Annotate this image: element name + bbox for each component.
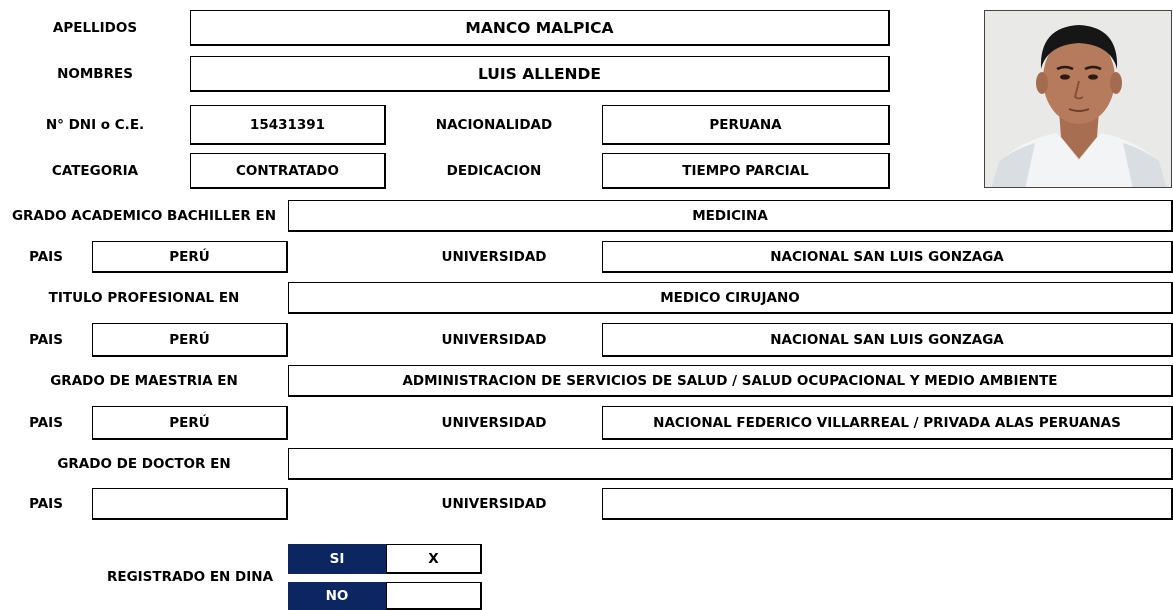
dina-no-checkbox[interactable] [386, 582, 482, 610]
bachiller-label: GRADO ACADEMICO BACHILLER EN [11, 208, 277, 224]
bachiller-universidad-field[interactable]: NACIONAL SAN LUIS GONZAGA [602, 241, 1173, 273]
titulo-universidad-field[interactable]: NACIONAL SAN LUIS GONZAGA [602, 323, 1173, 357]
titulo-pais-field[interactable]: PERÚ [92, 323, 288, 357]
bachiller-universidad-label: UNIVERSIDAD [441, 249, 547, 265]
doctor-pais-field[interactable] [92, 488, 288, 520]
apellidos-field[interactable]: MANCO MALPICA [190, 10, 890, 46]
dina-si-checkbox[interactable]: X [386, 544, 482, 574]
maestria-label: GRADO DE MAESTRIA EN [50, 373, 238, 389]
maestria-universidad-label: UNIVERSIDAD [441, 415, 547, 431]
doctor-universidad-field[interactable] [602, 488, 1173, 520]
maestria-pais-field[interactable]: PERÚ [92, 406, 288, 440]
titulo-universidad-label: UNIVERSIDAD [441, 332, 547, 348]
nacionalidad-label: NACIONALIDAD [435, 117, 553, 133]
maestria-field[interactable]: ADMINISTRACION DE SERVICIOS DE SALUD / S… [288, 365, 1173, 397]
dedicacion-label: DEDICACION [446, 163, 542, 179]
maestria-pais-label: PAIS [29, 415, 63, 431]
dina-no-label: NO [288, 582, 386, 610]
nacionalidad-field[interactable]: PERUANA [602, 105, 890, 145]
bachiller-field[interactable]: MEDICINA [288, 200, 1173, 232]
categoria-label: CATEGORIA [51, 163, 139, 179]
maestria-universidad-field[interactable]: NACIONAL FEDERICO VILLARREAL / PRIVADA A… [602, 406, 1173, 440]
doctor-pais-label: PAIS [29, 496, 63, 512]
categoria-field[interactable]: CONTRATADO [190, 153, 386, 189]
titulo-label: TITULO PROFESIONAL EN [48, 290, 240, 306]
titulo-field[interactable]: MEDICO CIRUJANO [288, 282, 1173, 314]
nombres-label: NOMBRES [57, 66, 133, 82]
titulo-pais-label: PAIS [29, 332, 63, 348]
bachiller-pais-label: PAIS [29, 249, 63, 265]
person-photo-icon [984, 10, 1172, 188]
doctor-label: GRADO DE DOCTOR EN [57, 456, 231, 472]
nombres-field[interactable]: LUIS ALLENDE [190, 56, 890, 92]
dni-label: N° DNI o C.E. [45, 117, 145, 133]
dina-si-label: SI [288, 544, 386, 574]
dedicacion-field[interactable]: TIEMPO PARCIAL [602, 153, 890, 189]
apellidos-label: APELLIDOS [52, 20, 138, 36]
bachiller-pais-field[interactable]: PERÚ [92, 241, 288, 273]
doctor-universidad-label: UNIVERSIDAD [441, 496, 547, 512]
doctor-field[interactable] [288, 448, 1173, 480]
dni-field[interactable]: 15431391 [190, 105, 386, 145]
dina-label: REGISTRADO EN DINA [106, 569, 274, 585]
